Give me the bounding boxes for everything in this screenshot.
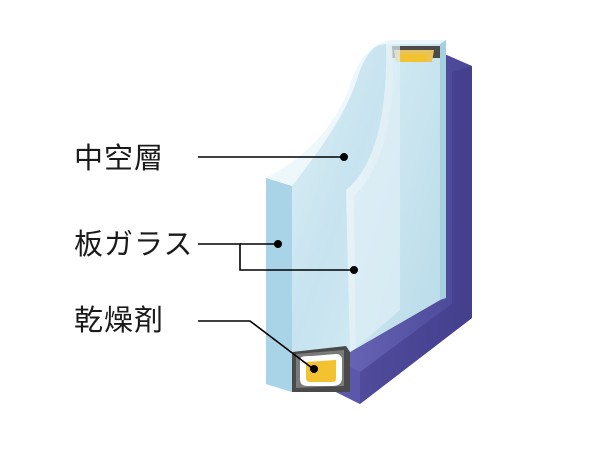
- glass-pane-label: 板ガラス: [74, 227, 194, 261]
- desiccant-dot: [310, 365, 318, 373]
- air-layer-gap: [346, 44, 400, 352]
- leader-lines: [198, 156, 352, 369]
- air-layer-label: 中空層: [74, 141, 165, 175]
- desiccant-leader: [198, 320, 313, 369]
- air-layer-dot: [340, 153, 348, 161]
- desiccant-label: 乾燥剤: [74, 303, 165, 337]
- glass-dot-front: [274, 240, 282, 248]
- top-spacer: [388, 46, 440, 62]
- glass-dot-back: [350, 266, 358, 274]
- leader-dots: [274, 153, 358, 373]
- bottom-spacer: [292, 346, 350, 392]
